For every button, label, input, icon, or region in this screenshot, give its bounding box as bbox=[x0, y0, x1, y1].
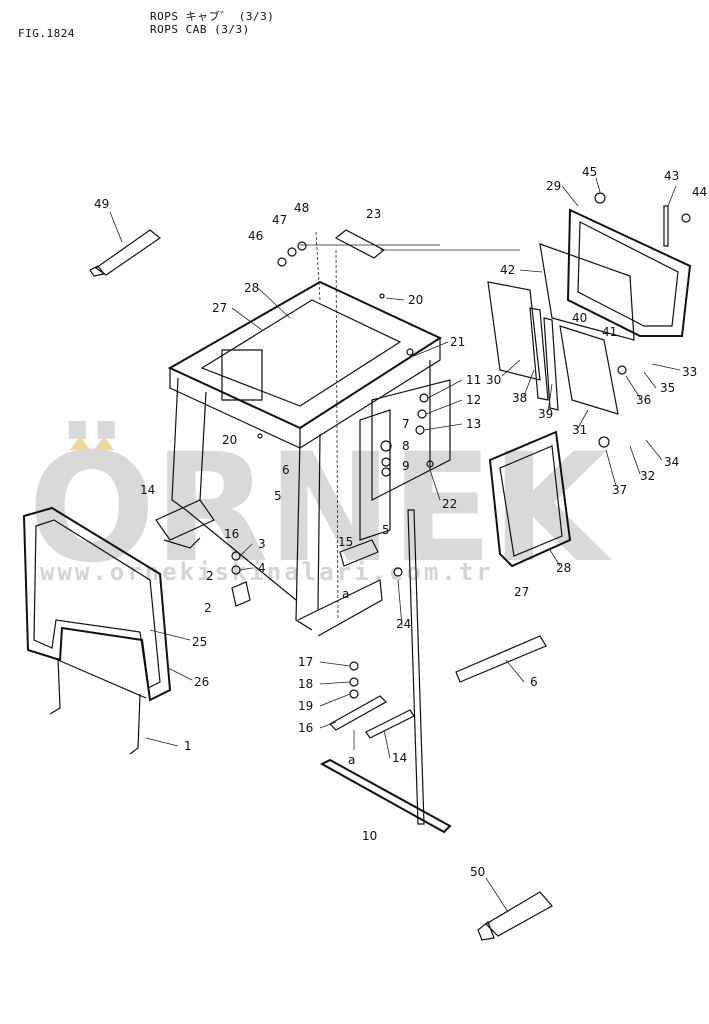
callout-37: 37 bbox=[612, 483, 627, 497]
callout-20: 20 bbox=[222, 433, 237, 447]
callout-44: 44 bbox=[692, 185, 707, 199]
bar-part-23 bbox=[334, 229, 386, 259]
title-japanese: ROPS キャブ゛ (3/3) bbox=[150, 10, 275, 23]
watermark: ÖRNEK www.ornekiskinalari.com.tr bbox=[28, 420, 614, 596]
callout-36: 36 bbox=[636, 393, 651, 407]
callout-28: 28 bbox=[556, 561, 571, 575]
callout-38: 38 bbox=[512, 391, 527, 405]
title-english: ROPS CAB (3/3) bbox=[150, 23, 250, 36]
tube-part-49 bbox=[89, 211, 162, 277]
callout-16: 16 bbox=[298, 721, 313, 735]
callout-40: 40 bbox=[572, 311, 587, 325]
callout-8: 8 bbox=[402, 439, 410, 453]
callout-43: 43 bbox=[664, 169, 679, 183]
callout-35: 35 bbox=[660, 381, 675, 395]
callout-18: 18 bbox=[298, 677, 313, 691]
callout-48: 48 bbox=[294, 201, 309, 215]
figure-number: FIG.1824 bbox=[18, 27, 75, 40]
callout-7: 7 bbox=[402, 417, 410, 431]
callout-39: 39 bbox=[538, 407, 553, 421]
callout-labels: 1 2 2 3 4 5 5 6 6 7 8 9 10 11 12 13 14 1… bbox=[94, 165, 707, 879]
callout-27: 27 bbox=[514, 585, 529, 599]
callout-16: 16 bbox=[224, 527, 239, 541]
callout-1: 1 bbox=[184, 739, 192, 753]
callout-14: 14 bbox=[392, 751, 407, 765]
callout-6: 6 bbox=[282, 463, 290, 477]
callout-13: 13 bbox=[466, 417, 481, 431]
bracket-parts-14-16 bbox=[155, 499, 251, 607]
callout-47: 47 bbox=[272, 213, 287, 227]
callout-49: 49 bbox=[94, 197, 109, 211]
callout-a: a bbox=[348, 753, 355, 767]
watermark-url: www.ornekiskinalari.com.tr bbox=[40, 558, 494, 586]
callout-9: 9 bbox=[402, 459, 410, 473]
callout-25: 25 bbox=[192, 635, 207, 649]
callout-14: 14 bbox=[140, 483, 155, 497]
callout-24: 24 bbox=[396, 617, 411, 631]
callout-23: 23 bbox=[366, 207, 381, 221]
callout-29: 29 bbox=[546, 179, 561, 193]
callout-10: 10 bbox=[362, 829, 377, 843]
callout-17: 17 bbox=[298, 655, 313, 669]
callout-32: 32 bbox=[640, 469, 655, 483]
bottom-rails bbox=[319, 509, 547, 834]
door-window-assembly bbox=[487, 205, 692, 568]
leader-lines bbox=[145, 177, 681, 759]
callout-22: 22 bbox=[442, 497, 457, 511]
callout-15: 15 bbox=[338, 535, 353, 549]
callout-20: 20 bbox=[408, 293, 423, 307]
callout-6: 6 bbox=[530, 675, 538, 689]
callout-30: 30 bbox=[486, 373, 501, 387]
callout-34: 34 bbox=[664, 455, 679, 469]
callout-26: 26 bbox=[194, 675, 209, 689]
callout-41: 41 bbox=[602, 325, 617, 339]
callout-31: 31 bbox=[572, 423, 587, 437]
callout-a: a bbox=[342, 587, 349, 601]
callout-21: 21 bbox=[450, 335, 465, 349]
callout-2: 2 bbox=[206, 569, 214, 583]
callout-46: 46 bbox=[248, 229, 263, 243]
tube-part-50 bbox=[477, 877, 553, 941]
callout-2: 2 bbox=[204, 601, 212, 615]
callout-45: 45 bbox=[582, 165, 597, 179]
callout-4: 4 bbox=[258, 561, 266, 575]
callout-27: 27 bbox=[212, 301, 227, 315]
callout-5: 5 bbox=[274, 489, 282, 503]
callout-42: 42 bbox=[500, 263, 515, 277]
front-window bbox=[22, 506, 172, 755]
callout-19: 19 bbox=[298, 699, 313, 713]
callout-11: 11 bbox=[466, 373, 481, 387]
callout-50: 50 bbox=[470, 865, 485, 879]
callout-12: 12 bbox=[466, 393, 481, 407]
callout-3: 3 bbox=[258, 537, 266, 551]
callout-5: 5 bbox=[382, 523, 390, 537]
callout-33: 33 bbox=[682, 365, 697, 379]
callout-28: 28 bbox=[244, 281, 259, 295]
